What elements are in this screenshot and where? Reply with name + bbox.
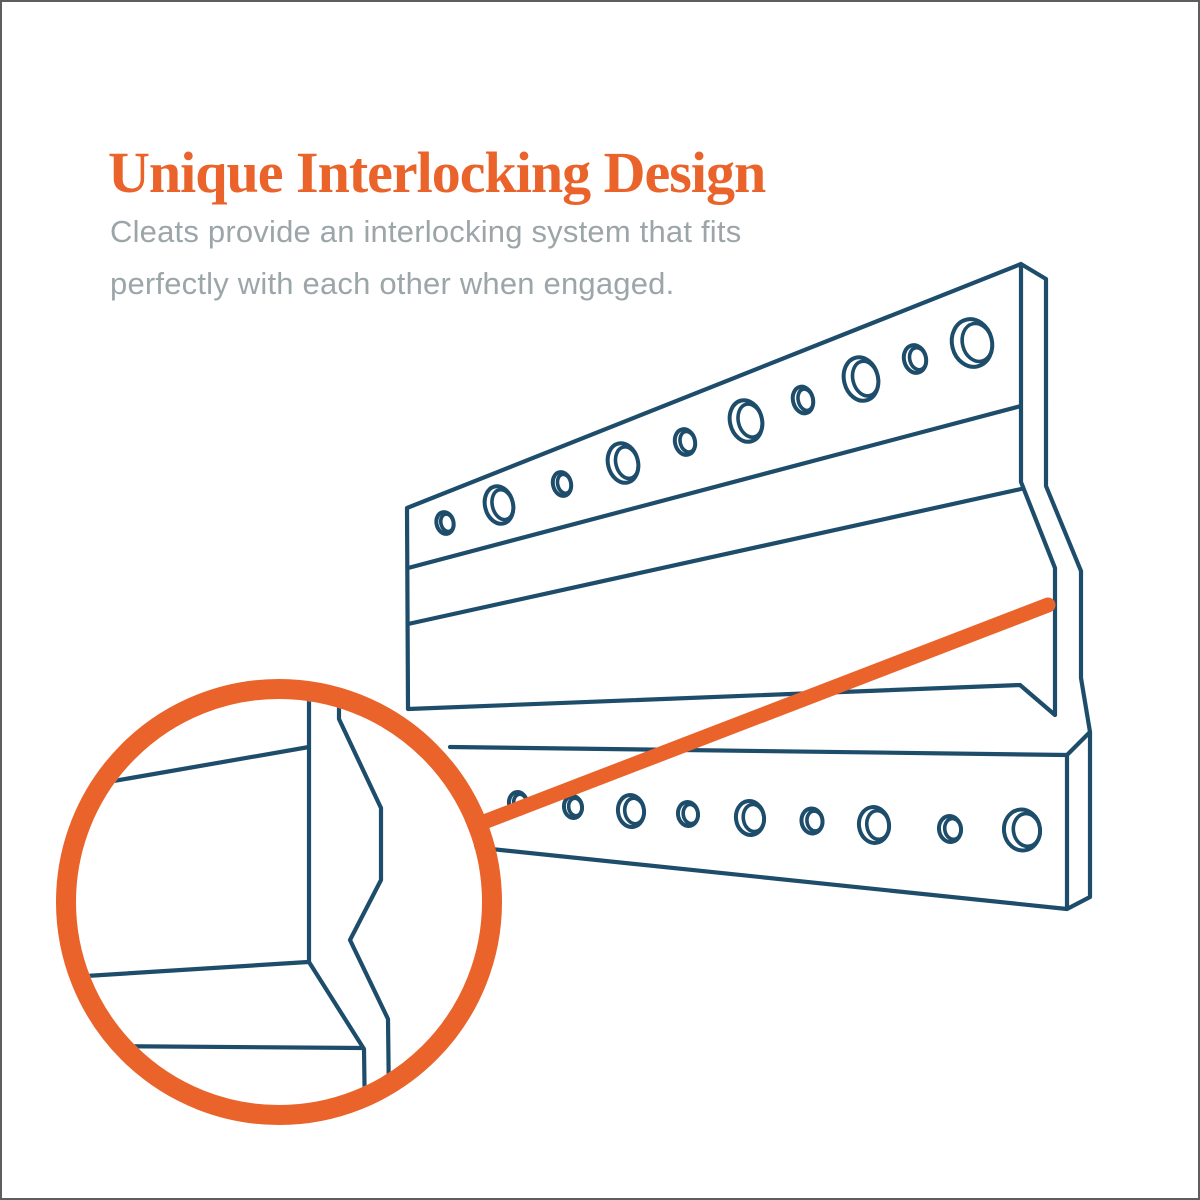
- magnifier-ring: [56, 679, 502, 1125]
- screw-hole: [1001, 807, 1043, 853]
- magnified-joint-detail: [76, 699, 392, 1105]
- screw-hole: [733, 799, 767, 837]
- screw-hole: [482, 484, 516, 526]
- screw-hole: [841, 355, 881, 403]
- top-cleat-drawing: [404, 261, 1093, 735]
- screw-hole: [615, 793, 647, 829]
- screw-hole: [856, 805, 892, 845]
- subtitle-line-1: Cleats provide an interlocking system th…: [110, 214, 742, 249]
- top-cleat-outline: [404, 261, 1093, 735]
- screw-hole: [605, 441, 641, 485]
- magnifier-callout: [56, 679, 502, 1125]
- screw-hole: [949, 317, 995, 369]
- subtitle-line-2: perfectly with each other when engaged.: [110, 266, 675, 301]
- screw-hole: [675, 800, 701, 828]
- screw-hole: [672, 427, 698, 457]
- callout-leader-line: [424, 597, 1056, 850]
- screw-hole: [550, 470, 574, 498]
- top-cleat-screw-holes: [434, 317, 995, 536]
- page-title: Unique Interlocking Design: [108, 139, 766, 205]
- bottom-cleat-outline: [447, 729, 1093, 912]
- screw-hole: [901, 343, 929, 375]
- screw-hole: [727, 398, 765, 444]
- magnifier-lens: [76, 699, 482, 1105]
- bottom-cleat-drawing: [447, 729, 1093, 912]
- screw-hole: [799, 806, 825, 836]
- screw-hole: [790, 384, 816, 416]
- screw-hole: [434, 510, 456, 536]
- screw-hole: [936, 814, 964, 844]
